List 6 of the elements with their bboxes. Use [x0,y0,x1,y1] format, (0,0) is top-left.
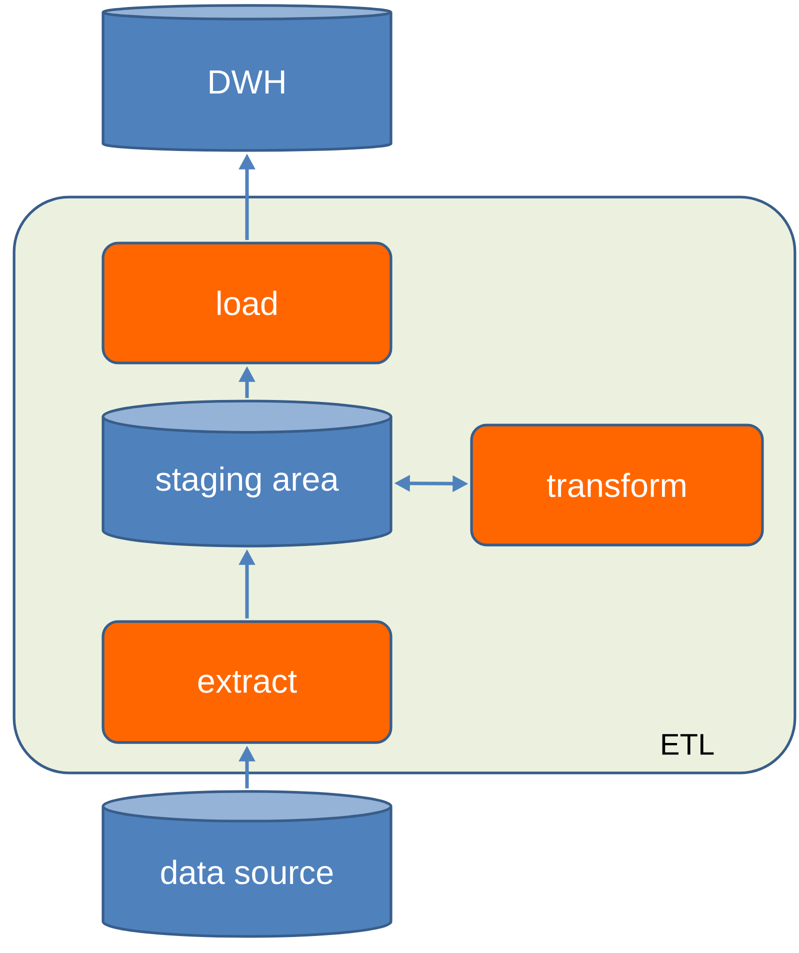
database-cylinder: DWH [102,4,392,152]
process-box: transform [470,424,764,546]
process-box: load [102,242,392,364]
database-cylinder: data source [102,790,392,938]
database-cylinder: staging area [102,400,392,548]
process-box: extract [102,620,392,744]
